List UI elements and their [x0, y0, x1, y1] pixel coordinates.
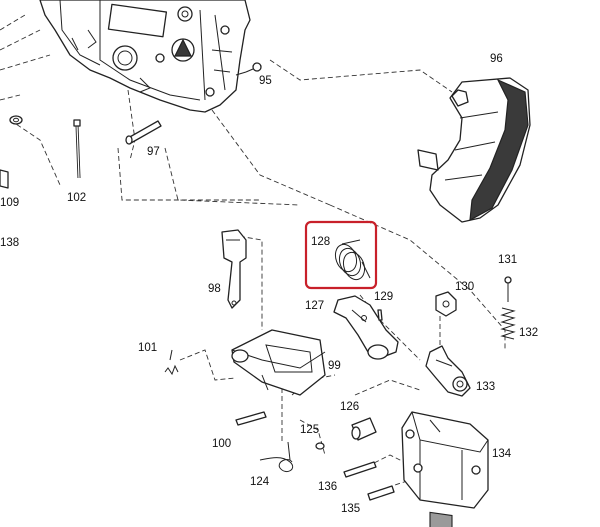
- label-129: 129: [374, 291, 393, 303]
- label-131: 131: [498, 254, 517, 266]
- label-101: 101: [138, 342, 157, 354]
- label-138: 138: [0, 237, 19, 249]
- left-dash-marks: [0, 14, 51, 101]
- part-126-bushing: [351, 417, 377, 441]
- part-124-spring: [259, 441, 294, 472]
- label-102: 102: [67, 192, 86, 204]
- part-131-pin: [504, 276, 512, 302]
- label-136: 136: [318, 481, 337, 493]
- part-133-hammer: [425, 345, 471, 397]
- label-127: 127: [305, 300, 324, 312]
- label-124: 124: [250, 476, 270, 488]
- part-95-screw: [235, 62, 262, 76]
- washer-left: [9, 115, 23, 125]
- part-99-block: [231, 329, 326, 396]
- part-109-fragment: [0, 169, 9, 189]
- label-96: 96: [490, 53, 503, 65]
- label-130: 130: [455, 281, 474, 293]
- label-134: 134: [492, 448, 512, 460]
- label-133: 133: [476, 381, 495, 393]
- part-129-pin: [377, 309, 383, 321]
- callout-labels: 95 96 97 102 109 138 98 101 99 100 124 1…: [0, 53, 538, 515]
- part-132-spring: [500, 307, 516, 340]
- part-128-highlight-box: [304, 220, 378, 290]
- part-136-pin: [343, 461, 377, 478]
- label-99: 99: [328, 360, 341, 372]
- label-97: 97: [147, 146, 160, 158]
- upper-housing-assembly: [39, 0, 251, 113]
- part-100-pin: [235, 411, 267, 426]
- label-128: 128: [311, 236, 330, 248]
- label-125: 125: [300, 424, 319, 436]
- label-109: 109: [0, 197, 19, 209]
- part-125-washer: [315, 442, 325, 450]
- label-135: 135: [341, 503, 360, 515]
- label-126: 126: [340, 401, 359, 413]
- part-102-pin: [73, 119, 81, 179]
- part-127-lever: [333, 295, 399, 360]
- part-98-latch: [221, 229, 247, 309]
- part-134-housing: [401, 411, 489, 527]
- part-97-pin: [125, 120, 162, 145]
- label-95: 95: [259, 75, 272, 87]
- part-101-spring: [164, 349, 179, 376]
- label-132: 132: [519, 327, 538, 339]
- part-135-pin: [367, 485, 395, 501]
- part-96-grip-cover: [417, 77, 531, 223]
- label-100: 100: [212, 438, 231, 450]
- part-128-spring: [334, 239, 371, 281]
- label-98: 98: [208, 283, 221, 295]
- part-130-bracket: [435, 291, 457, 317]
